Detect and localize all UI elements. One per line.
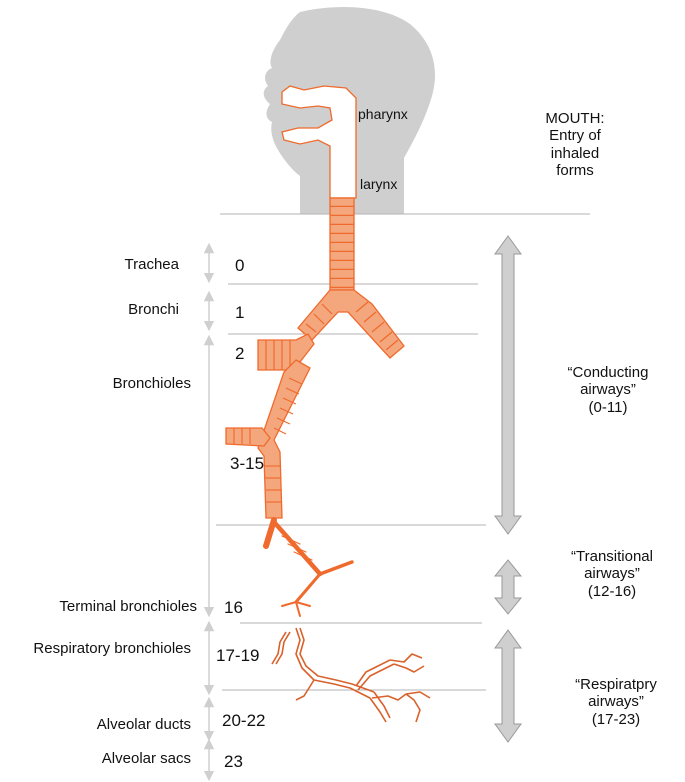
generation-bronchioles-start: 2 <box>235 344 245 363</box>
generation-alveolar-ducts: 20-22 <box>222 711 266 730</box>
mouth-line-3: inhaled <box>550 144 600 162</box>
respiratory-airways <box>271 627 431 723</box>
level-label-alveolar-sacs: Alveolar sacs <box>101 750 191 767</box>
transitional-zone-arrow <box>493 559 523 615</box>
generation-bronchioles-range: 3-15 <box>230 454 265 473</box>
trachea-tube <box>329 197 355 291</box>
zone-respiratory-line-2: airways” <box>588 693 644 711</box>
zone-respiratory-line-1: “Respiratpry <box>575 676 657 693</box>
mouth-line-4: forms <box>556 161 594 179</box>
conducting-zone-arrow <box>494 235 522 535</box>
zone-transitional-line-1: “Transitional <box>571 548 653 565</box>
zone-transitional-line-2: airways” <box>584 565 640 583</box>
level-label-terminal-bronchioles: Terminal bronchioles <box>59 598 197 615</box>
respiratory-zone-arrow <box>494 629 522 743</box>
mouth-line-1: MOUTH: <box>545 110 605 127</box>
larynx-label: larynx <box>360 176 398 192</box>
pharynx-label: pharynx <box>358 106 408 122</box>
mouth-annotation: MOUTH: Entry of inhaled forms <box>520 110 630 179</box>
level-label-alveolar-ducts: Alveolar ducts <box>96 716 191 733</box>
zone-transitional: “Transitional airways” (12-16) <box>552 548 672 600</box>
bronchiole-tube-rings <box>265 377 303 503</box>
bronchiole-branch-2 <box>257 333 315 371</box>
generation-bronchi: 1 <box>235 303 245 322</box>
zone-transitional-line-3: (12-16) <box>587 582 637 600</box>
nasal-oral-cavity <box>281 85 357 199</box>
bronchiole-branch-3 <box>225 427 271 447</box>
zone-respiratory-line-3: (17-23) <box>591 710 641 728</box>
level-label-trachea: Trachea <box>124 256 179 273</box>
level-label-respiratory-bronchioles: Respiratory bronchioles <box>33 640 191 657</box>
zone-conducting: “Conducting airways” (0-11) <box>548 364 668 416</box>
mouth-line-2: Entry of <box>549 127 601 145</box>
zone-respiratory: “Respiratpry airways” (17-23) <box>556 676 676 728</box>
zone-conducting-line-3: (0-11) <box>588 398 628 416</box>
level-label-bronchioles: Bronchioles <box>112 375 191 392</box>
zone-conducting-line-1: “Conducting <box>567 364 649 381</box>
level-label-bronchi: Bronchi <box>128 301 179 318</box>
generation-terminal-bronchioles: 16 <box>224 598 243 617</box>
generation-alveolar-sacs: 23 <box>224 752 243 771</box>
bronchiole-2-rings <box>265 340 291 370</box>
zone-conducting-line-2: airways” <box>580 381 636 399</box>
bronchi-rings <box>305 301 399 351</box>
generation-trachea: 0 <box>235 256 245 275</box>
zone-arrows <box>493 235 523 743</box>
generation-respiratory-bronchioles: 17-19 <box>216 646 260 665</box>
transitional-airways <box>263 517 354 617</box>
